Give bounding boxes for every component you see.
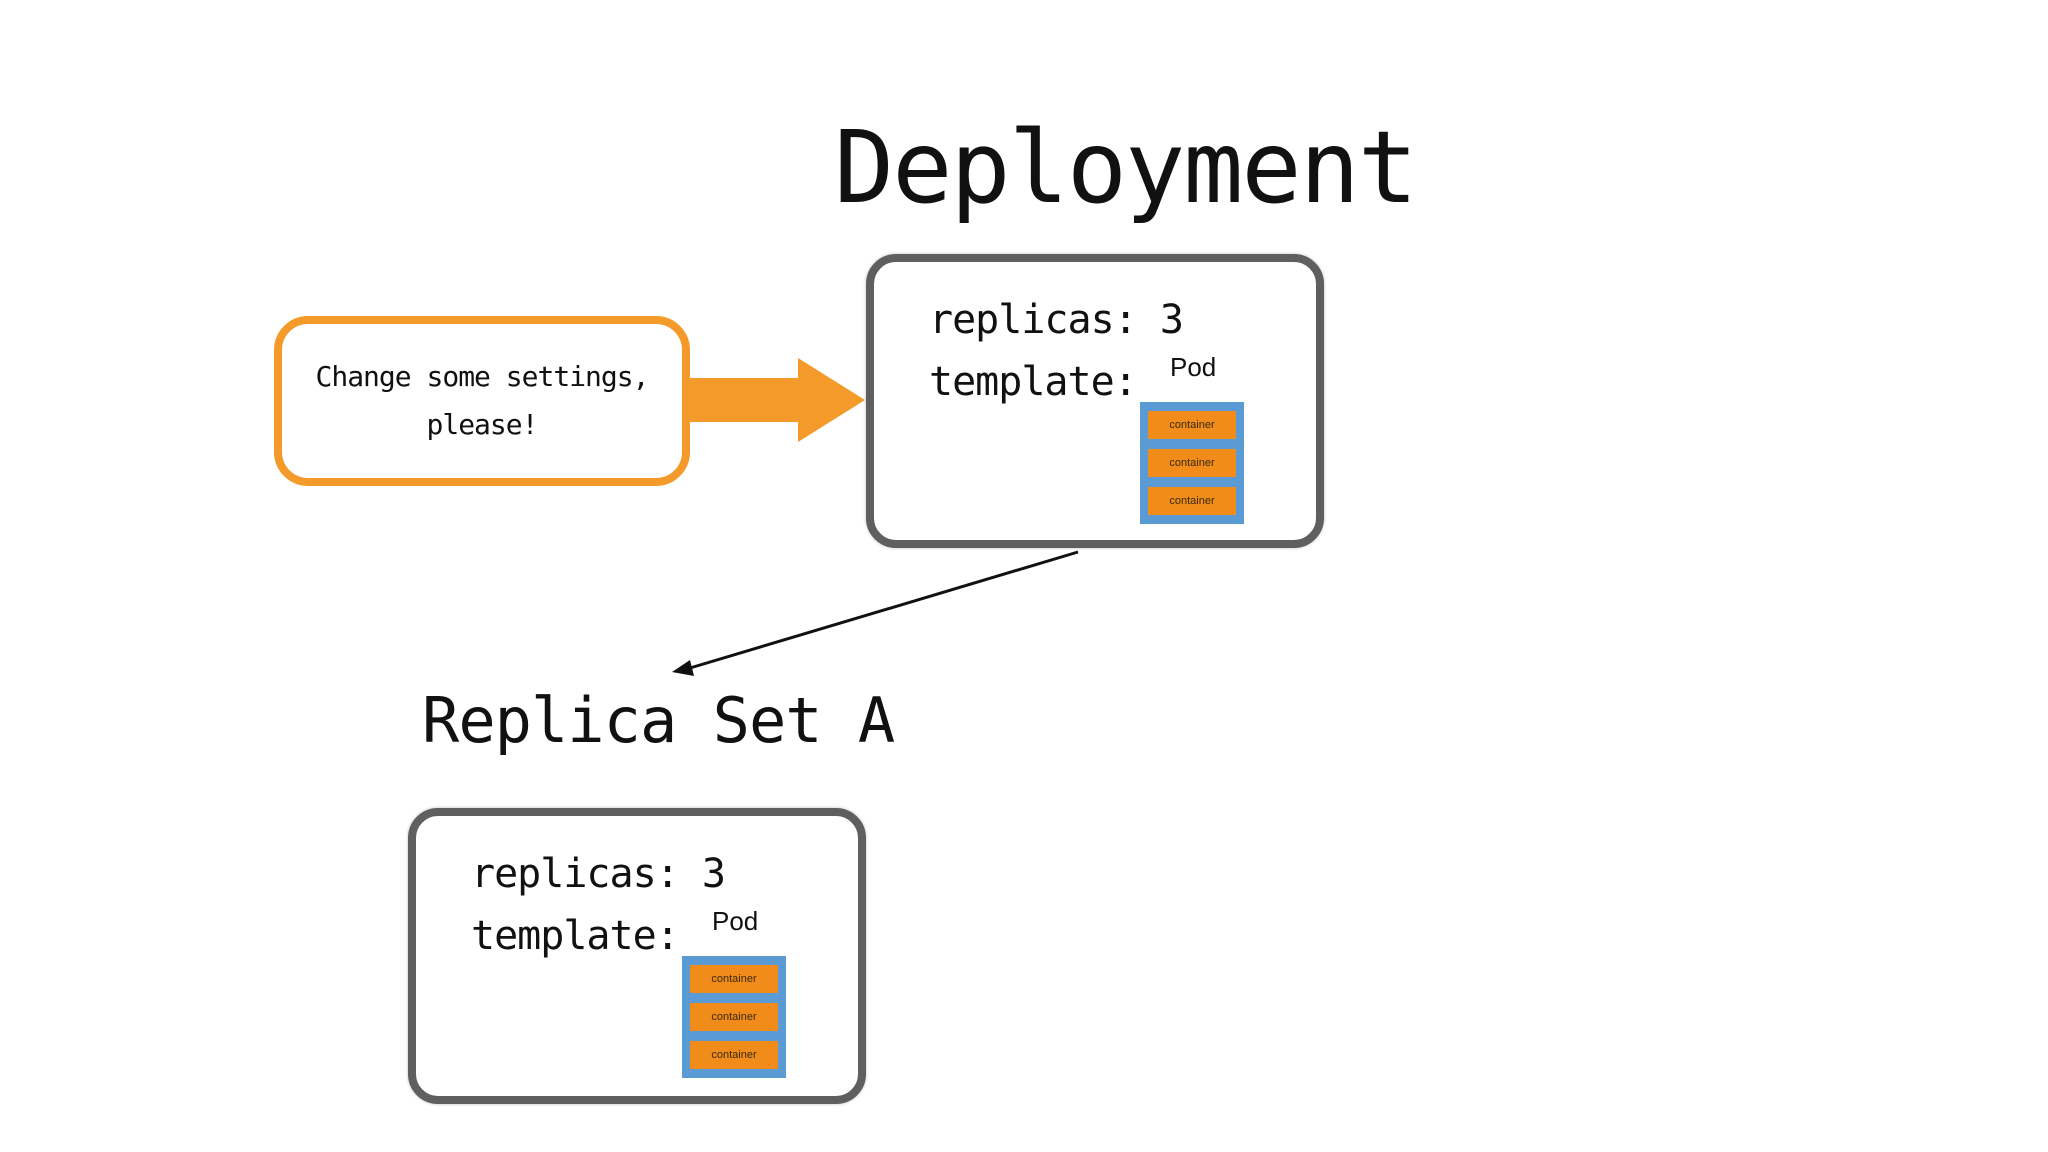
deployment-box: replicas: 3 template: Pod container cont… bbox=[866, 254, 1324, 548]
replica-set-a-pod-label: Pod bbox=[712, 906, 759, 936]
replica-set-a-container: container bbox=[690, 965, 778, 993]
replica-set-a-container: container bbox=[690, 1003, 778, 1031]
deployment-pod: container container container bbox=[1140, 402, 1244, 524]
replica-set-a-template-label: template: bbox=[471, 913, 680, 959]
deployment-container: container bbox=[1148, 411, 1236, 439]
deployment-container: container bbox=[1148, 449, 1236, 477]
request-arrow bbox=[690, 358, 865, 442]
replica-set-a-container: container bbox=[690, 1041, 778, 1069]
replica-set-a-box: replicas: 3 template: Pod container cont… bbox=[408, 808, 866, 1104]
deployment-template-label: template: bbox=[929, 359, 1138, 405]
deployment-replicas-label: replicas: 3 bbox=[929, 297, 1184, 343]
deployment-to-replicaset-connector bbox=[689, 550, 1079, 670]
replica-set-a-pod: container container container bbox=[682, 956, 786, 1078]
deployment-title: Deployment bbox=[834, 109, 1418, 226]
request-text-line1: Change some settings, bbox=[315, 360, 649, 393]
connector-arrowhead bbox=[672, 660, 694, 676]
replica-set-a-title: Replica Set A bbox=[422, 684, 895, 757]
deployment-pod-label: Pod bbox=[1170, 352, 1217, 382]
request-text-line2: please! bbox=[426, 408, 538, 441]
replica-set-a-replicas-label: replicas: 3 bbox=[471, 851, 726, 897]
change-request-bubble: Change some settings, please! bbox=[274, 316, 690, 486]
deployment-container: container bbox=[1148, 487, 1236, 515]
